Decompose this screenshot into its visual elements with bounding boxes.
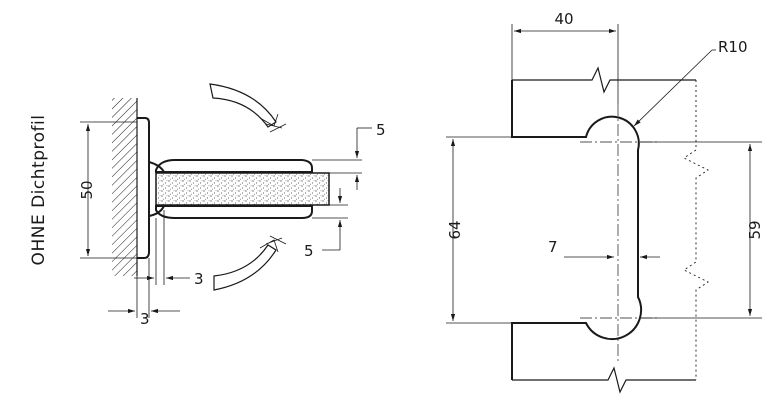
right-view: 40 R10 64 59 7 [446,10,764,394]
dim-height-label: 50 [78,180,96,199]
dim-gap-bottom: 5 [304,188,348,260]
dim-radius-label: R10 [718,38,748,56]
rotation-arrow-bottom [213,235,287,291]
dim-height-outer-label: 64 [446,220,464,239]
dim-height-64: 64 [446,136,586,324]
center-lines [580,104,658,362]
dim-gap-top-label: 5 [376,121,386,139]
dim-slot-label: 7 [548,238,558,256]
profile-outline [511,80,643,380]
glass-panel [155,172,330,206]
dim-offset-b: 3 [108,258,180,328]
clamp-arms [155,159,313,219]
dim-width-40: 40 [511,10,619,104]
dim-width-label: 40 [554,10,573,28]
dim-offset-a: 3 [134,210,204,288]
side-label: OHNE Dichtprofil [29,115,49,266]
dim-gap-bottom-label: 5 [304,242,314,260]
dim-gap-top: 5 [312,121,386,190]
break-lines [512,66,709,394]
dim-offset-a-label: 3 [194,270,204,288]
wall [112,98,138,276]
dim-offset-b-label: 3 [140,310,150,328]
dim-height-50: 50 [78,121,137,259]
left-view: 50 5 5 3 [78,83,386,328]
rotation-arrow-top [209,83,287,133]
dim-height-59: 59 [640,141,764,319]
dim-slot-7: 7 [548,238,660,260]
dim-radius: R10 [633,38,748,127]
dim-height-inner-label: 59 [746,220,764,239]
base-plate [137,117,150,259]
